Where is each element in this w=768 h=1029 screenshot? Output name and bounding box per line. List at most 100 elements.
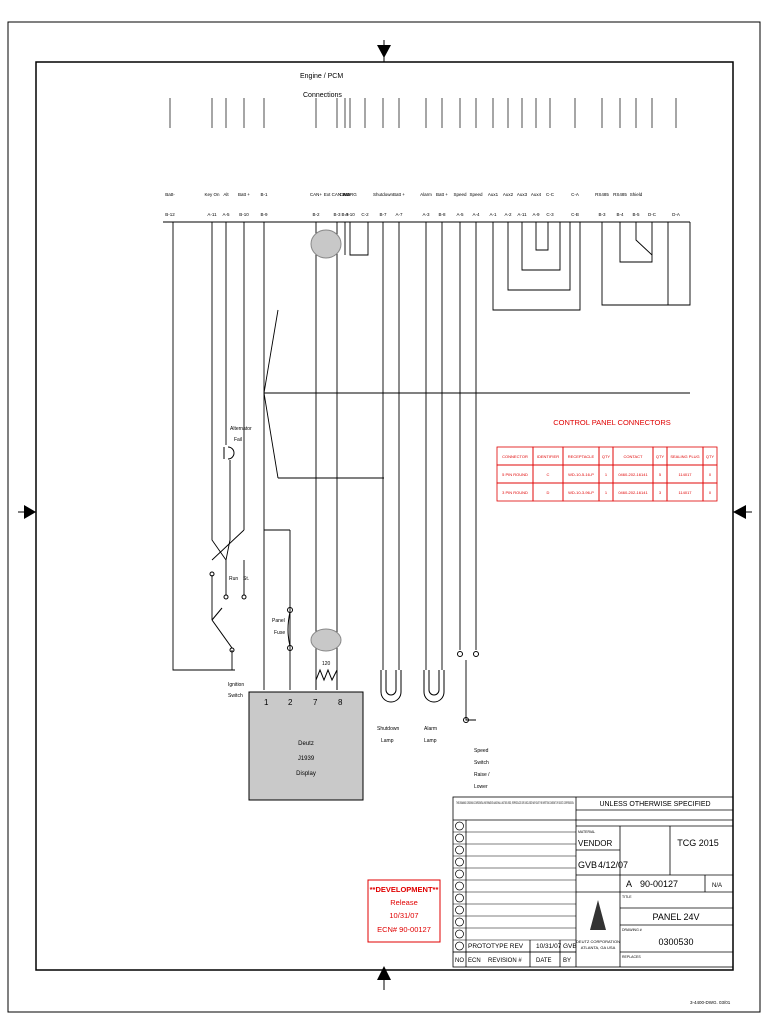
- table-header: IDENTIFIER: [537, 454, 559, 459]
- top-pin-id: A-4: [472, 212, 480, 217]
- table-cell: 0460-202-16141: [618, 472, 648, 477]
- top-pin-label: Batt +: [436, 192, 448, 197]
- rev-header-by: BY: [563, 958, 571, 964]
- drawing-number-label: DRAWING #: [622, 928, 642, 932]
- table-cell: 3: [659, 490, 662, 495]
- footer-code: 3-4400-DWG. 03/01: [690, 1000, 731, 1005]
- table-header: QTY: [706, 454, 715, 459]
- top-pin-id: A-9: [532, 212, 540, 217]
- rev-header-ecn: ECN: [468, 958, 481, 964]
- shutdown-lamp-label-2: Lamp: [381, 738, 394, 744]
- company-name: DEUTZ CORPORATION: [576, 939, 620, 944]
- alternator-label: Alternator: [230, 426, 252, 432]
- table-header: QTY: [656, 454, 665, 459]
- top-pin-label: Aux1: [488, 192, 499, 197]
- table-cell: WD-10-5-16-P: [568, 472, 594, 477]
- table-cell: 0: [709, 490, 712, 495]
- top-pin-label: Speed: [469, 192, 483, 197]
- top-pin-label: Batt +: [238, 192, 250, 197]
- development-stamp: **DEVELOPMENT** Release 10/31/07 ECN# 90…: [367, 879, 441, 943]
- display-pin-7: 7: [313, 698, 318, 707]
- alternator-label-2: Fail: [234, 437, 242, 443]
- rev-marker: [455, 941, 464, 951]
- revision-rows: [453, 821, 576, 953]
- table-cell: 1: [605, 490, 608, 495]
- top-pin-id: B-7: [379, 212, 387, 217]
- title-block: [452, 796, 734, 968]
- center-mark-left: [18, 505, 36, 519]
- top-pin-id: D-C: [648, 212, 657, 217]
- top-pin-id: B-5: [632, 212, 640, 217]
- connector-table: CONNECTOR IDENTIFIER RECEPTACLE QTY CONTACT Q…: [496, 446, 718, 502]
- model: TCG 2015: [677, 838, 719, 848]
- shutdown-lamp-symbol: [380, 670, 402, 703]
- top-pin-id: B-4: [616, 212, 624, 217]
- ignition-label-2: Switch: [228, 693, 243, 699]
- top-pin-label: RS485: [595, 192, 609, 197]
- top-pin-label: C-A: [571, 192, 579, 197]
- top-pin-label: C-C: [546, 192, 555, 197]
- top-pin-label: Shield: [630, 192, 643, 197]
- rev-marker: [455, 917, 464, 927]
- center-mark-bottom: [377, 966, 391, 990]
- top-pin-label: Aux3: [517, 192, 528, 197]
- table-cell: WD-10-3-96-P: [568, 490, 594, 495]
- termination-resistor: [315, 668, 338, 690]
- top-pin-id: B-3: [341, 212, 349, 217]
- top-pin-id: A-7: [395, 212, 403, 217]
- stamp-line-1: **DEVELOPMENT**: [370, 885, 439, 894]
- table-header: CONTACT: [623, 454, 643, 459]
- rev-header-rev: REVISION #: [488, 958, 522, 964]
- can-shield-bottom: [310, 628, 342, 652]
- scale: N/A: [712, 883, 722, 889]
- rev-marker: [455, 929, 464, 939]
- table-cell: 114017: [678, 472, 692, 477]
- deutz-logo: [590, 900, 606, 930]
- display-label-1: Deutz: [298, 741, 314, 747]
- drawing-title: PANEL 24V: [652, 912, 699, 922]
- vendor: VENDOR: [578, 839, 612, 848]
- speed-switch-label-3: Raise /: [474, 772, 490, 778]
- top-pin-id: A-2: [504, 212, 512, 217]
- shutdown-lamp-label: Shutdown: [377, 726, 399, 732]
- top-pin-id: B-8: [438, 212, 446, 217]
- rev-marker: [455, 821, 464, 831]
- table-cell-border: [702, 482, 718, 502]
- table-cell: 1: [605, 472, 608, 477]
- top-pin-label: Batt +: [393, 192, 405, 197]
- top-pin-id: A-5: [222, 212, 230, 217]
- start-label: St.: [243, 576, 249, 582]
- rev-header-date: DATE: [536, 958, 552, 964]
- table-header: RECEPTACLE: [568, 454, 595, 459]
- confidential-notice: THIS DRAWING CONTAINS CONFIDENTIAL INFOR…: [456, 801, 574, 805]
- top-pin-id: D-A: [672, 212, 680, 217]
- stamp-line-4: ECN# 90-00127: [377, 925, 431, 934]
- table-cell: 3 PIN ROUND: [502, 490, 528, 495]
- top-pin-id: A-3: [422, 212, 430, 217]
- top-pin-label: NORG: [343, 192, 357, 197]
- top-pin-id: B-2: [312, 212, 320, 217]
- top-pin-id: C-2: [361, 212, 369, 217]
- table-header: SEALING PLUG: [670, 454, 699, 459]
- table-header: CONNECTOR: [502, 454, 528, 459]
- display-pin-8: 8: [338, 698, 343, 707]
- top-pin-label: Aux2: [503, 192, 514, 197]
- ignition-switch-symbol: [209, 571, 247, 653]
- rev-marker: [455, 845, 464, 855]
- stamp-line-3: 10/31/07: [389, 911, 418, 920]
- top-pin-label: CAN-: [340, 192, 352, 197]
- top-pin-id: B-12: [165, 212, 175, 217]
- table-cell: D: [547, 490, 550, 495]
- top-pin-id: C-B: [571, 212, 579, 217]
- sheet-size: A: [626, 879, 632, 889]
- top-pin-label: Shutdown: [373, 192, 394, 197]
- rev-marker: [455, 857, 464, 867]
- table-cell: 114017: [678, 490, 692, 495]
- top-pin-label: Ext CAN Bus: [324, 192, 351, 197]
- top-pin-label: Alarm: [420, 192, 432, 197]
- speed-switch-label-4: Lower: [474, 784, 488, 790]
- wire-labels: [169, 98, 677, 128]
